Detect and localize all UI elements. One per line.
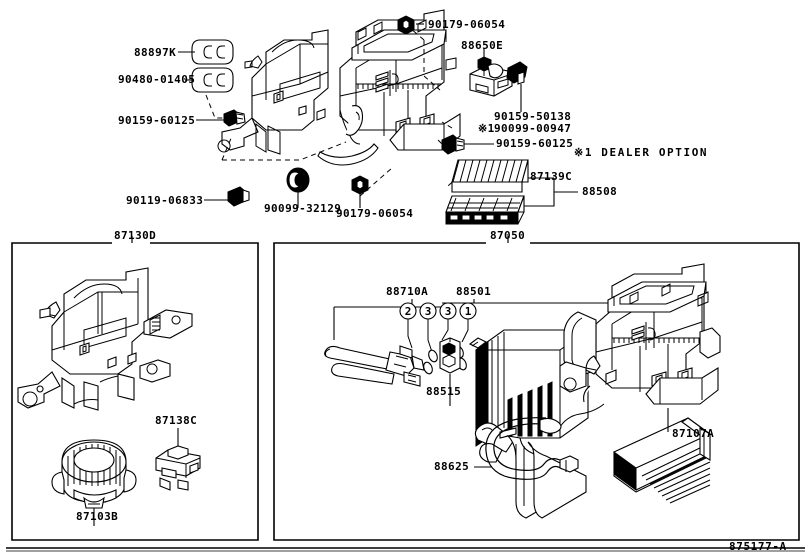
lbl-90159-50138: 90159-50138 — [494, 110, 572, 123]
screw-90159-50138 — [506, 61, 528, 85]
blower-motor-87103b — [51, 439, 137, 509]
bolt-90159-60125-right — [441, 134, 465, 155]
resistor-87138c — [155, 445, 201, 491]
lbl-87139c: 87139C — [530, 170, 573, 183]
lbl-87103b: 87103B — [76, 510, 119, 523]
part-88650e — [469, 56, 513, 97]
lbl-90480-01405: 90480-01405 — [118, 73, 196, 86]
grommet-88897k — [191, 39, 234, 65]
drain-hose-88625 — [485, 417, 579, 480]
lbl-90099-32129: 90099-32129 — [264, 202, 342, 215]
lbl-90099-00947-mark: ※1 — [478, 122, 495, 135]
lbl-88625: 88625 — [434, 460, 470, 473]
lbl-88650e: 88650E — [461, 39, 504, 52]
bolt-90119-06833 — [227, 186, 250, 207]
expansion-valve-88515 — [439, 337, 461, 374]
grommet-90480-01405 — [191, 67, 234, 93]
hvac-housing-87050 — [557, 263, 721, 431]
lbl-88508: 88508 — [582, 185, 618, 198]
callout-3a: 3 — [425, 305, 432, 318]
panel-title-87050: 87050 — [490, 229, 526, 242]
lbl-90159-60125-left: 90159-60125 — [118, 114, 196, 127]
callout-2: 2 — [405, 305, 412, 318]
hvac-case-assembly — [217, 9, 461, 166]
lbl-88710a: 88710A — [386, 285, 429, 298]
lbl-87107a: 87107A — [672, 427, 715, 440]
lbl-87138c: 87138C — [155, 414, 198, 427]
footer-code: 875177-A — [729, 540, 787, 553]
blower-case-87130d — [17, 267, 193, 411]
filter-frame-88508 — [445, 195, 525, 225]
lbl-90179-06054-top: 90179-06054 — [428, 18, 506, 31]
lbl-90099-00947: 90099-00947 — [494, 122, 572, 135]
lbl-90179-06054-bottom: 90179-06054 — [336, 207, 414, 220]
lbl-90119-06833: 90119-06833 — [126, 194, 204, 207]
nut-90179-06054-bottom — [351, 175, 369, 195]
hose-assembly-88710a — [324, 345, 425, 387]
callout-3b: 3 — [445, 305, 452, 318]
lbl-90159-60125-right: 90159-60125 — [496, 137, 574, 150]
callout-1: 1 — [465, 305, 472, 318]
grommet-90099-32129 — [286, 167, 310, 193]
lbl-88501: 88501 — [456, 285, 492, 298]
nut-90179-06054-top — [397, 15, 415, 35]
bolt-90159-60125-left — [223, 109, 246, 127]
dealer-option-note: ※1 DEALER OPTION — [574, 146, 709, 159]
evaporator-88501 — [468, 329, 589, 447]
lbl-88515: 88515 — [426, 385, 462, 398]
filter-87139c — [451, 159, 529, 193]
lbl-88897k: 88897K — [134, 46, 177, 59]
panel-title-87130d: 87130D — [114, 229, 157, 242]
